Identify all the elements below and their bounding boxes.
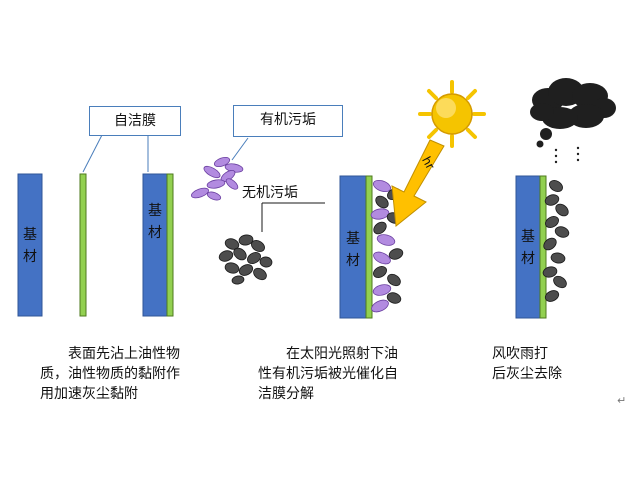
organic-dirt-label: 有机污垢 — [233, 105, 343, 137]
substrate-label-2: 基材 — [148, 203, 162, 241]
inorganic-dirt-label: 无机污垢 — [242, 185, 298, 201]
rain-dots — [554, 146, 580, 164]
paragraph-mark: ↵ — [617, 394, 627, 407]
caption-step3: 风吹雨打 后灰尘去除 — [492, 346, 562, 382]
substrate-bar-2 — [142, 173, 168, 317]
dirt-on-film-stage2 — [370, 179, 404, 313]
cloud-icon — [530, 78, 616, 148]
film-callout-line — [82, 134, 103, 173]
film-bar-2 — [166, 173, 174, 317]
caption-step2: 在太阳光照射下油 性有机污垢被光催化自 洁膜分解 — [258, 346, 398, 402]
film-bar-1 — [79, 173, 87, 317]
organic-dirt-cluster — [191, 156, 244, 201]
film-bar-3 — [365, 175, 373, 319]
inorganic-dirt-cluster — [218, 234, 273, 285]
substrate-label-1: 基材 — [23, 227, 37, 265]
substrate-bar-4 — [515, 175, 541, 319]
substrate-label-4: 基材 — [521, 229, 535, 267]
sun-icon — [418, 80, 486, 148]
organic-callout-line — [231, 137, 249, 161]
self-cleaning-film-label: 自洁膜 — [89, 106, 181, 136]
light-arrow — [391, 139, 445, 227]
substrate-label-3: 基材 — [346, 231, 360, 269]
dirt-on-film-stage3 — [542, 180, 570, 302]
caption-step1: 表面先沾上油性物 质，油性物质的黏附作 用加速灰尘黏附 — [40, 346, 180, 402]
substrate-bar-1 — [17, 173, 43, 317]
